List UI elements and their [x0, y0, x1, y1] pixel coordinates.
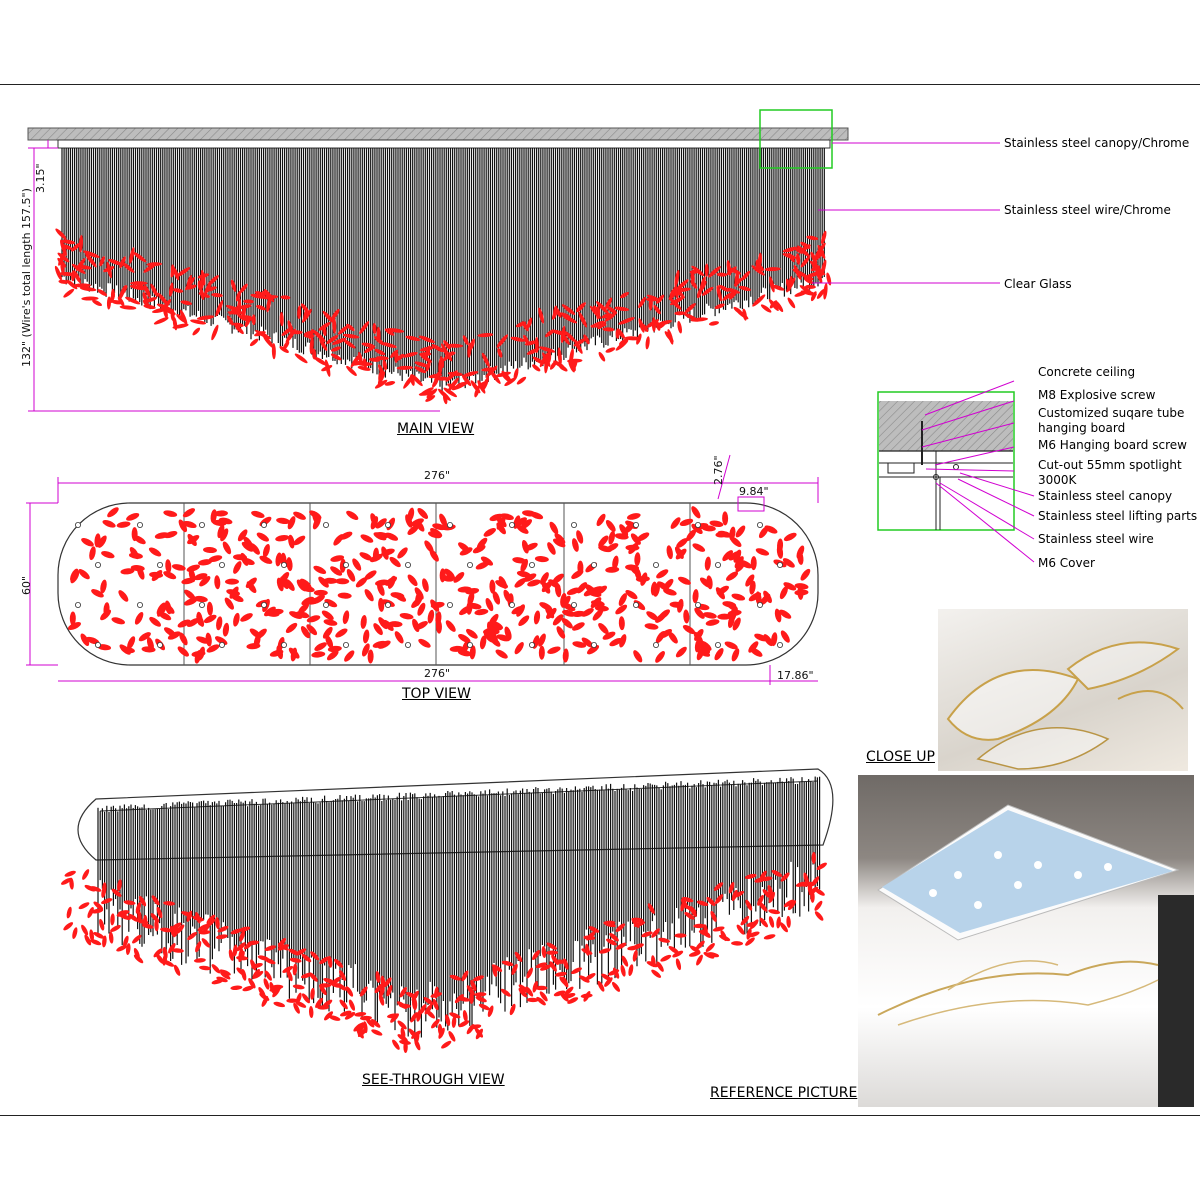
see-through-title: SEE-THROUGH VIEW [362, 1072, 505, 1088]
reference-picture-title: REFERENCE PICTURE [710, 1085, 858, 1101]
top-view-title: TOP VIEW [402, 686, 471, 702]
dim-width-top: 276" [424, 469, 451, 482]
see-through-leaves [61, 851, 827, 1053]
top-view-drawing [26, 454, 819, 685]
dim-width-bottom: 276" [424, 667, 451, 680]
top-view-spot-holes [75, 521, 784, 649]
dim-canopy-gap: 3.15" [34, 163, 47, 193]
dim-end: 17.86" [777, 669, 814, 682]
canopy-plate [57, 139, 831, 149]
detail-m8-label: M8 Explosive screw [1038, 388, 1156, 402]
detail-canopy-label: Stainless steel canopy [1038, 489, 1173, 503]
detail-highlight-box [759, 109, 833, 169]
callout-glass: Clear Glass [1004, 277, 1072, 291]
see-through-wires [97, 776, 821, 1041]
callout-canopy: Stainless steel canopy/Chrome [1004, 136, 1190, 150]
detail-spot-label-1: Cut-out 55mm spotlight [1038, 458, 1182, 472]
main-wire-bundle [61, 148, 825, 394]
detail-tube-label-1: Customized suqare tube [1038, 406, 1185, 420]
close-up-title: CLOSE UP [866, 749, 935, 765]
see-through-drawing [61, 768, 834, 1053]
detail-concrete-label: Concrete ceiling [1038, 365, 1136, 379]
mounting-detail-drawing [877, 380, 1035, 563]
ceiling-slab [27, 127, 849, 141]
detail-tube-label-2: hanging board [1038, 421, 1126, 435]
dim-height: 132" (Wire's total length 157.5") [20, 188, 33, 367]
detail-concrete [879, 401, 1013, 451]
see-through-outline [77, 768, 834, 861]
dim-depth: 60" [20, 575, 33, 595]
detail-lifting-label: Stainless steel lifting parts [1038, 509, 1198, 523]
drawing-sheet: MAIN VIEW TOP VIEW SEE-THROUGH VIEW CLOS… [0, 84, 1200, 1116]
technical-drawing [26, 109, 1035, 1053]
callout-wire: Stainless steel wire/Chrome [1004, 203, 1171, 217]
detail-cover-label: M6 Cover [1038, 556, 1095, 570]
detail-spot-label-2: 3000K [1038, 473, 1077, 487]
top-view-leaves [67, 506, 811, 664]
reference-photo [858, 775, 1194, 1107]
detail-m6-screw-label: M6 Hanging board screw [1038, 438, 1187, 452]
main-view-drawing [27, 109, 1000, 412]
dim-spacing-b: 9.84" [739, 485, 769, 498]
close-up-photo [938, 609, 1188, 771]
main-view-title: MAIN VIEW [397, 421, 475, 437]
dim-spacing-a: 2.76" [712, 455, 725, 485]
main-glass-leaves [54, 228, 832, 405]
detail-wire-label: Stainless steel wire [1038, 532, 1154, 546]
